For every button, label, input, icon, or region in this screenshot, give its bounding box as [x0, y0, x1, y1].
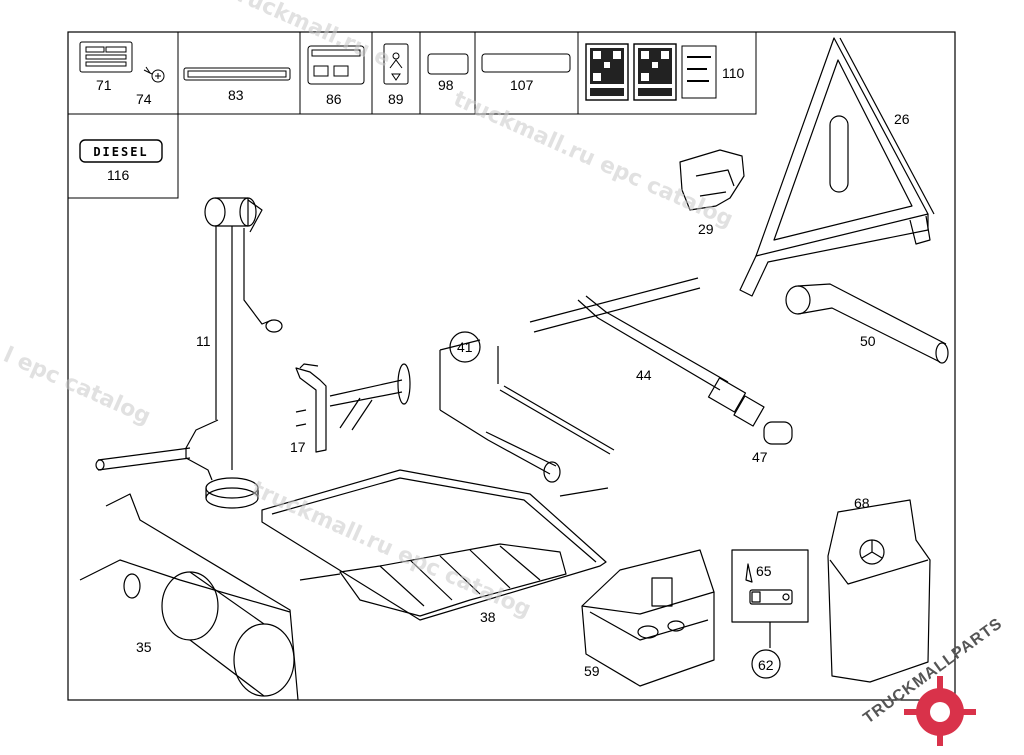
header-icons [79, 41, 717, 101]
plate-86 [307, 45, 365, 85]
part-label-59: 59 [584, 663, 600, 679]
diesel-plate [79, 139, 163, 163]
part-label-26: 26 [894, 111, 910, 127]
document-pouch-drawing [827, 499, 931, 683]
jack-drawing [95, 197, 283, 509]
warning-triangle-drawing [739, 37, 935, 297]
screwdriver-drawing [439, 339, 615, 483]
socket-drawing [763, 421, 793, 445]
drawings [79, 37, 949, 701]
callout-circle-41 [449, 331, 481, 363]
bracket-29-drawing [679, 149, 745, 211]
part-label-68: 68 [854, 495, 870, 511]
part-label-116: 116 [107, 167, 130, 183]
watermark-text: truckmall.ru epc catalog [450, 87, 737, 233]
watermark-text: ruckmall.ru e [234, 0, 394, 72]
part-label-83: 83 [228, 87, 244, 103]
part-label-86: 86 [326, 91, 342, 107]
rolled-mat-drawing [79, 493, 299, 701]
qr-codes [590, 48, 711, 96]
qr-card-2 [633, 43, 677, 101]
watermark-text: l epc catalog [0, 343, 154, 430]
part-label-71: 71 [96, 77, 112, 93]
part-label-50: 50 [860, 333, 876, 349]
sticker-89 [383, 43, 409, 85]
part-label-65: 65 [756, 563, 772, 579]
wheel-wrench-drawing [785, 283, 949, 364]
screw-icon [143, 66, 165, 83]
first-aid-case-drawing [581, 549, 715, 687]
part-label-17: 17 [290, 439, 306, 455]
truckmallparts-logo: TRUCKMALLPARTS [860, 615, 1006, 746]
part-label-74: 74 [136, 91, 152, 107]
part-label-62: 62 [758, 657, 774, 673]
part-label-44: 44 [636, 367, 652, 383]
part-label-29: 29 [698, 221, 714, 237]
part-label-98: 98 [438, 77, 454, 93]
qr-card-1 [585, 43, 629, 101]
part-label-110: 110 [722, 65, 745, 81]
part-label-38: 38 [480, 609, 496, 625]
plate-98 [427, 53, 469, 75]
t-bar-drawing [529, 277, 765, 427]
diesel-plate-text: DIESEL [93, 145, 148, 159]
part-label-41: 41 [457, 339, 473, 355]
header-row [67, 31, 757, 199]
bracket-drawing [295, 363, 411, 453]
part-label-35: 35 [136, 639, 152, 655]
label-plate-71 [79, 41, 133, 73]
watermark-text: truckmall.ru epc catalog [248, 477, 535, 623]
plate-107 [481, 53, 571, 73]
info-card [681, 45, 717, 99]
tool-roll-drawing [261, 469, 609, 621]
strip-83 [183, 67, 291, 81]
fuse-set-drawing [731, 549, 809, 679]
part-label-107: 107 [510, 77, 534, 93]
part-label-11: 11 [196, 333, 211, 349]
part-label-89: 89 [388, 91, 404, 107]
part-label-47: 47 [752, 449, 768, 465]
